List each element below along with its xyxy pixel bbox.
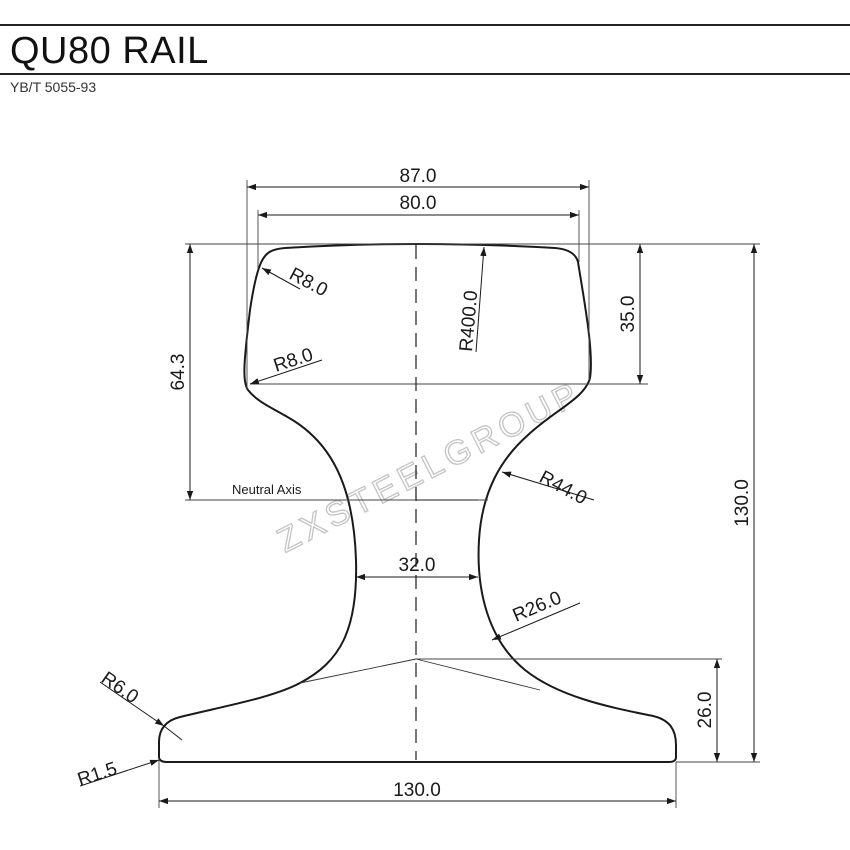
radius-base-corner: R1.5	[75, 758, 120, 790]
leader-head-bottom-corner	[249, 359, 323, 385]
leader-base-corner	[79, 759, 160, 787]
dim-web-width: 32.0	[399, 555, 436, 576]
leader-crown	[475, 246, 487, 353]
base-slope-line-left	[299, 658, 417, 684]
base-slope-line-right	[415, 658, 541, 691]
leader-upper-web	[501, 471, 595, 501]
radius-crown: R400.0	[456, 290, 482, 353]
header-rule-top	[0, 24, 850, 26]
dim-neutral-axis-height: 64.3	[168, 354, 189, 391]
radius-head-top-corner: R8.0	[286, 264, 331, 301]
radius-head-bottom-corner: R8.0	[271, 344, 316, 376]
leader-head-top-corner	[261, 267, 301, 290]
dim-head-width-outer: 87.0	[400, 166, 437, 187]
rail-profile	[158, 243, 677, 763]
dim-head-width-inner: 80.0	[400, 193, 437, 214]
dim-base-height: 26.0	[695, 692, 716, 729]
dim-base-width: 130.0	[393, 780, 441, 801]
neutral-axis-label: Neutral Axis	[232, 482, 302, 497]
dim-head-height: 35.0	[618, 296, 639, 333]
leader-base-edge	[99, 681, 165, 727]
leader-lower-web	[491, 602, 581, 641]
leader-base-edge-inner	[163, 725, 183, 741]
radius-upper-web: R44.0	[536, 467, 591, 509]
watermark-text: ZXSTEELGROUP	[271, 374, 587, 560]
header-rule-bottom	[0, 73, 850, 75]
standard-code: YB/T 5055-93	[10, 79, 97, 95]
page-title: QU80 RAIL	[10, 30, 209, 72]
radius-base-edge: R6.0	[97, 668, 142, 708]
dim-total-height: 130.0	[732, 479, 753, 527]
